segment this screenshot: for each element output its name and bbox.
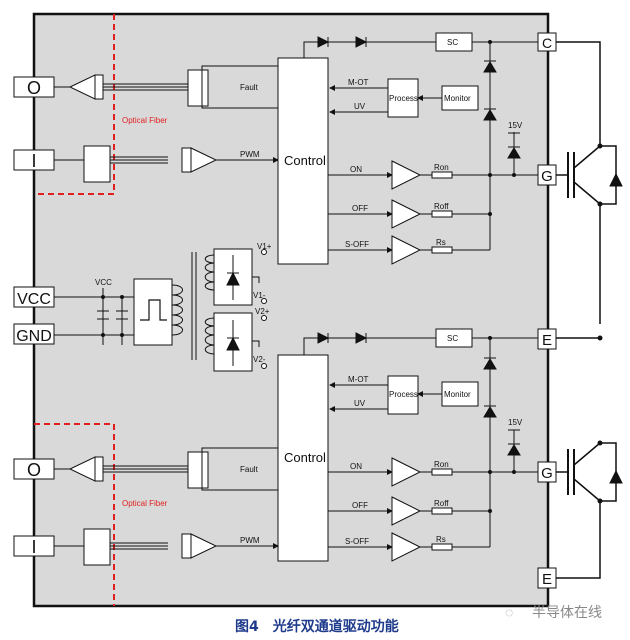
sc-label-top: SC	[447, 38, 458, 47]
vcc-node-label: VCC	[95, 278, 112, 287]
pin-e-mid-label: E	[542, 332, 552, 349]
zener-label-top: 15V	[508, 121, 523, 130]
pin-i-top-label: I	[31, 151, 36, 171]
ron-label-top: Ron	[434, 163, 449, 172]
fault-label-top: Fault	[240, 83, 259, 92]
uv-label-bottom: UV	[354, 399, 366, 408]
figure-number: 图4	[235, 619, 259, 635]
v1-plus-label: V1+	[257, 242, 272, 251]
pin-g-bottom-label: G	[541, 465, 553, 482]
on-label-bottom: ON	[350, 462, 362, 471]
rs-label-top: Rs	[436, 238, 446, 247]
led-transmitter-bottom	[83, 528, 111, 566]
pin-o-top-label: O	[27, 78, 41, 98]
pin-gnd-label: GND	[16, 328, 52, 345]
pin-e-mid	[537, 328, 557, 350]
pin-o-bottom-label: O	[27, 460, 41, 480]
process-block-bottom	[387, 375, 419, 415]
figure-caption: 图4 光纤双通道驱动功能	[235, 616, 413, 636]
v2-plus-label: V2+	[255, 307, 270, 316]
pin-c-label: C	[542, 35, 552, 51]
monitor-label-bottom: Monitor	[444, 390, 471, 399]
optical-fiber-label-bottom: Optical Fiber	[122, 499, 168, 508]
process-label-top: Process	[389, 94, 418, 103]
optical-fiber-boundary-bottom	[34, 423, 115, 606]
roff-label-bottom: Roff	[434, 499, 449, 508]
watermark-text: 半导体在线	[532, 605, 602, 621]
led-transmitter-top	[83, 145, 111, 183]
pin-gnd	[13, 323, 55, 345]
control-block-top	[277, 57, 329, 265]
sc-block-bottom	[435, 328, 473, 348]
control-label-bottom: Control	[284, 450, 326, 465]
pwm-label-bottom: PWM	[240, 536, 260, 545]
rs-label-bottom: Rs	[436, 535, 446, 544]
process-block-top	[387, 78, 419, 118]
pwm-label-top: PWM	[240, 150, 260, 159]
photodetector-fault-bottom	[187, 451, 209, 489]
figure-title: 光纤双通道驱动功能	[272, 619, 399, 635]
v1-minus-label: V1-	[253, 291, 266, 300]
zener-label-bottom: 15V	[508, 418, 523, 427]
optical-fiber-boundary-top	[34, 14, 115, 195]
control-block-bottom	[277, 354, 329, 562]
sc-block-top	[435, 32, 473, 52]
pin-e-bottom-label: E	[542, 571, 552, 588]
photodetector-fault-top	[187, 69, 209, 107]
optical-fiber-label-top: Optical Fiber	[122, 116, 168, 125]
v2-minus-label: V2-	[253, 355, 266, 364]
on-label-top: ON	[350, 165, 362, 174]
sc-label-bottom: SC	[447, 334, 458, 343]
off-label-bottom: OFF	[352, 501, 368, 510]
soff-label-bottom: S-OFF	[345, 537, 369, 546]
monitor-label-top: Monitor	[444, 94, 471, 103]
mot-label-top: M-OT	[348, 78, 369, 87]
soff-label-top: S-OFF	[345, 240, 369, 249]
fault-label-bottom: Fault	[240, 465, 259, 474]
uv-label-top: UV	[354, 102, 366, 111]
mot-label-bottom: M-OT	[348, 375, 369, 384]
monitor-block-bottom	[441, 381, 479, 407]
control-label-top: Control	[284, 153, 326, 168]
pin-vcc-label: VCC	[17, 291, 51, 308]
ron-label-bottom: Ron	[434, 460, 449, 469]
pin-i-bottom-label: I	[31, 537, 36, 557]
pin-g-top-label: G	[541, 168, 553, 185]
roff-label-top: Roff	[434, 202, 449, 211]
wechat-icon: ◌	[505, 604, 514, 620]
off-label-top: OFF	[352, 204, 368, 213]
oscillator-block	[133, 278, 173, 346]
process-label-bottom: Process	[389, 390, 418, 399]
